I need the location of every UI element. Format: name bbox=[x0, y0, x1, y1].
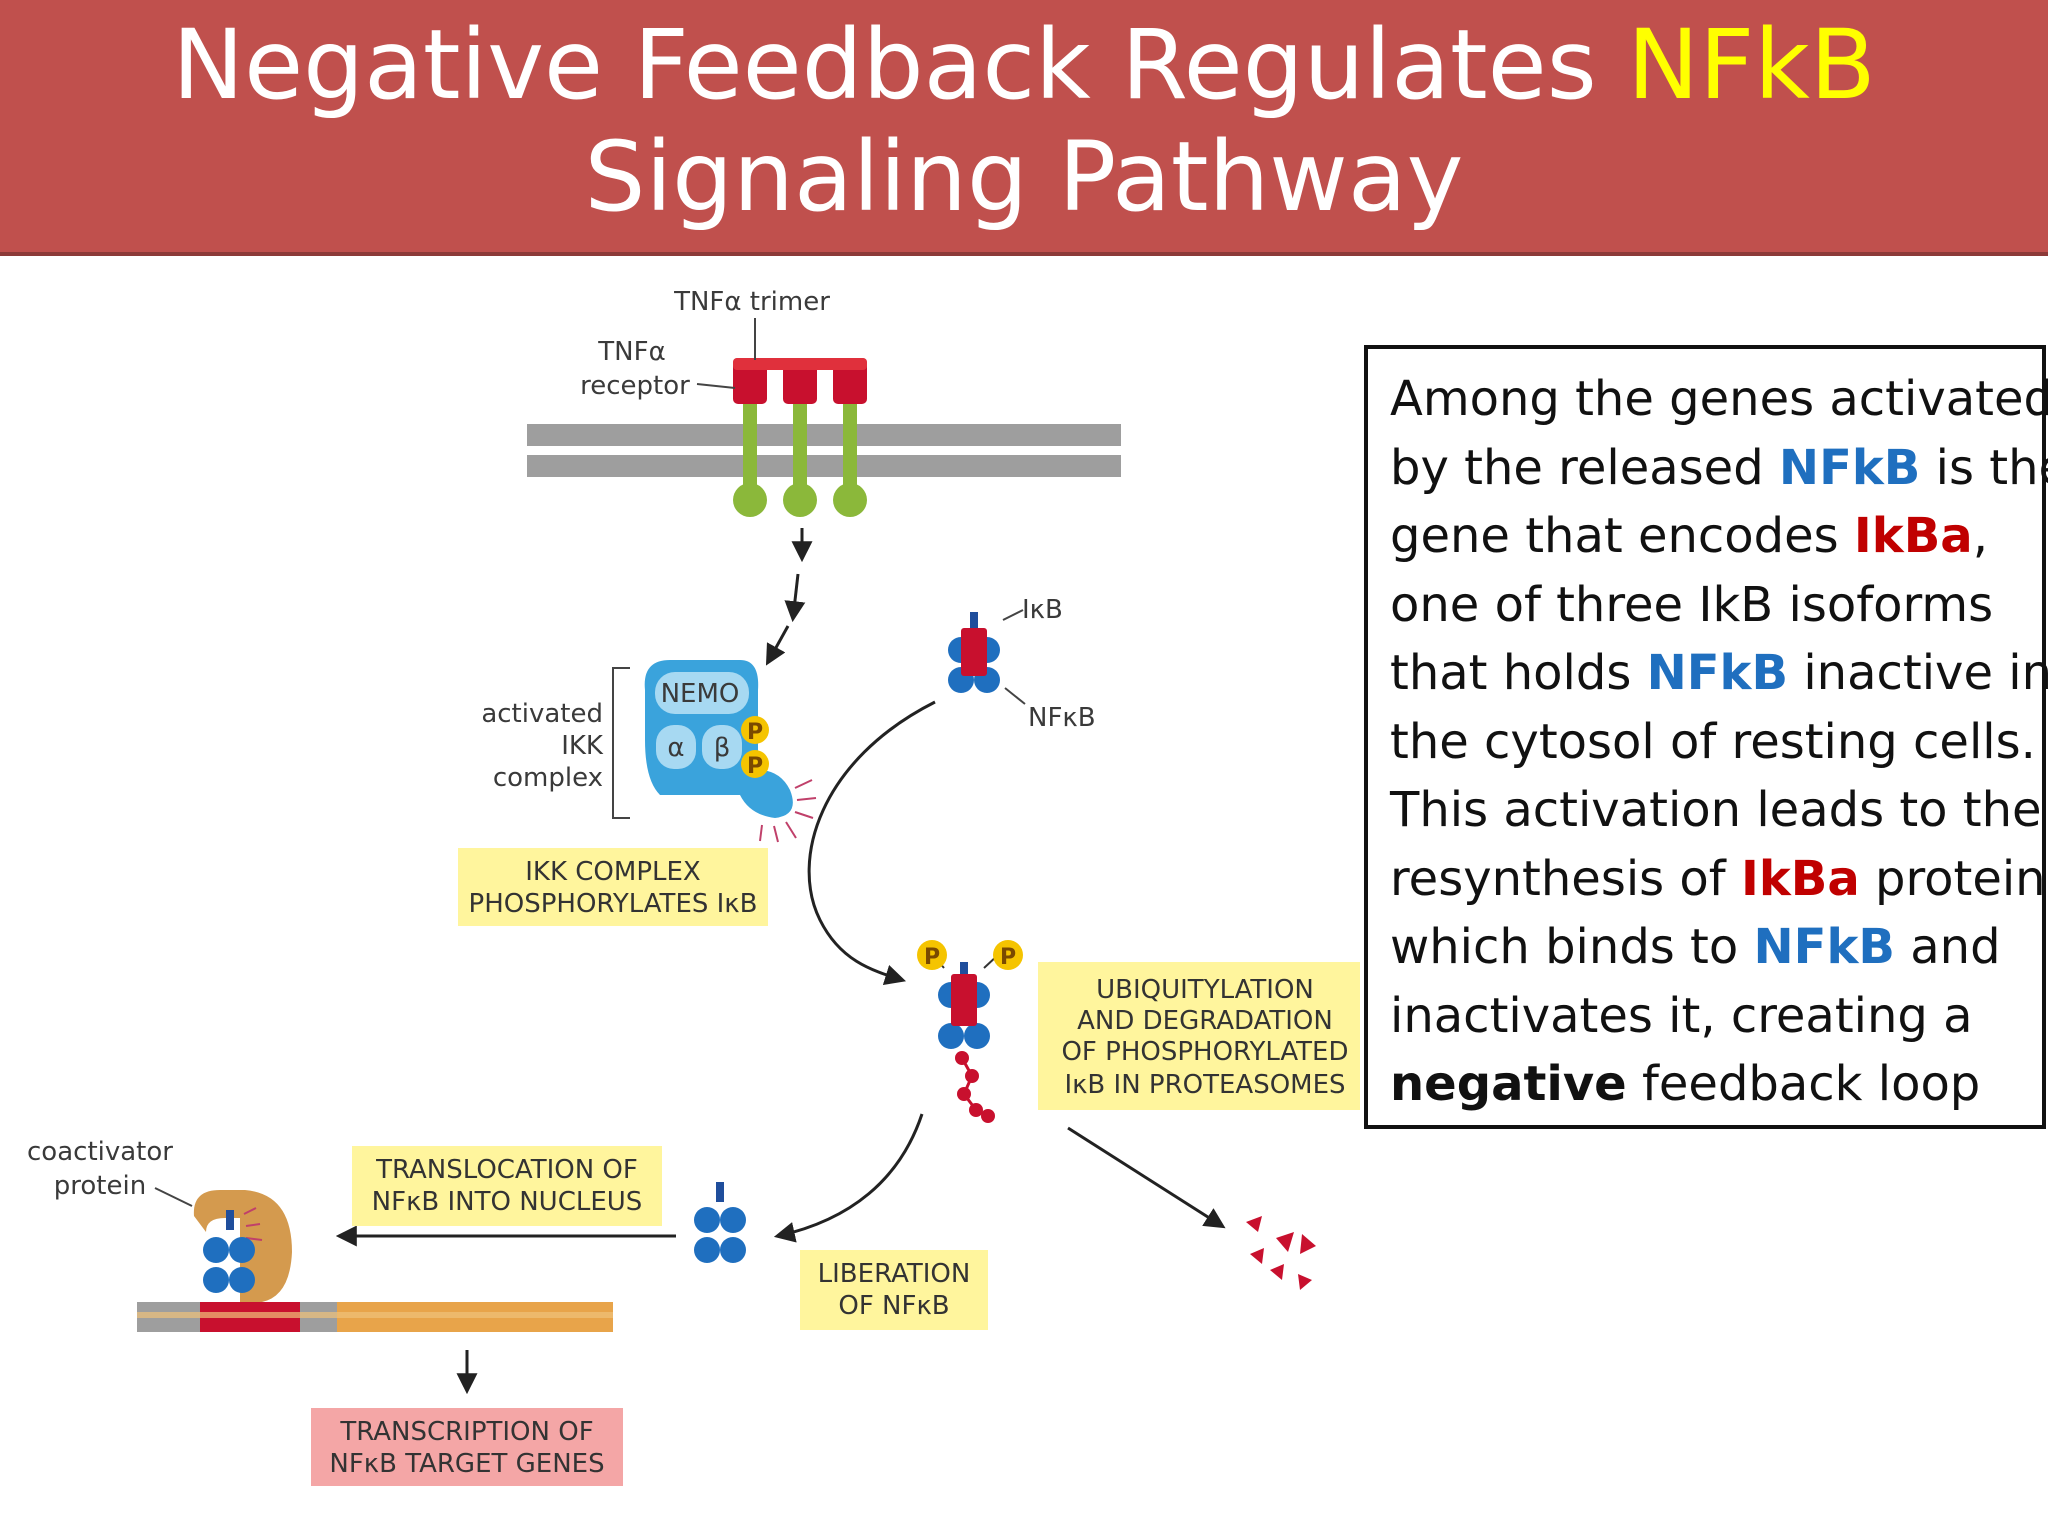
ikk-bracket bbox=[612, 667, 630, 819]
slide-title-line1: Negative Feedback Regulates NFkB bbox=[172, 9, 1876, 121]
cell-membrane bbox=[527, 424, 1121, 477]
tnfa-trimer-label: TNFα trimer bbox=[673, 287, 830, 317]
signal-arrow-2 bbox=[784, 573, 806, 623]
explanation-line: Among the genes activated bbox=[1390, 371, 2048, 427]
explanation-line: resynthesis of IkBa protein, bbox=[1390, 850, 2048, 907]
alpha-subunit-label: α bbox=[667, 733, 684, 763]
explanation-line: one of three IkB isoforms bbox=[1390, 576, 1994, 633]
signal-arrow-3 bbox=[765, 625, 790, 666]
explanation-line: gene that encodes IkBa, bbox=[1390, 508, 1988, 564]
caption-ikk-phosphorylates-line1: IKK COMPLEX bbox=[525, 857, 701, 887]
ikk-complex bbox=[644, 660, 817, 843]
caption-liberation-line2: OF NFκB bbox=[838, 1291, 949, 1321]
phospho-group-icon bbox=[741, 750, 769, 778]
caption-ubiquitylation-line2: AND DEGRADATION bbox=[1077, 1006, 1333, 1036]
explanation-textbox: Among the genes activated by the release… bbox=[1364, 345, 2048, 1129]
activated-ikk-label-line1: activated bbox=[481, 699, 603, 729]
tnfa-receptor-label-line1: TNFα bbox=[597, 337, 665, 367]
caption-transcription-line1: TRANSCRIPTION OF bbox=[339, 1417, 593, 1447]
nfkb-ikb-inactive-complex bbox=[948, 612, 1000, 693]
tnfa-trimer bbox=[733, 358, 867, 404]
activated-ikk-label-line3: complex bbox=[493, 763, 603, 793]
phospho-label: P bbox=[1000, 945, 1016, 970]
explanation-line: that holds NFkB inactive in bbox=[1390, 645, 2048, 701]
caption-ubiquitylation-line1: UBIQUITYLATION bbox=[1096, 975, 1314, 1005]
explanation-line: inactivates it, creating a bbox=[1390, 987, 1973, 1044]
coactivator-label-line1: coactivator bbox=[27, 1137, 173, 1167]
slide-title-line2: Signaling Pathway bbox=[584, 121, 1464, 233]
liberated-nfkb bbox=[694, 1182, 746, 1263]
activated-ikk-label-line2: IKK bbox=[561, 731, 604, 761]
explanation-line: This activation leads to the bbox=[1390, 782, 2042, 838]
phospho-group-icon bbox=[993, 940, 1023, 970]
coactivator-label-line2: protein bbox=[54, 1171, 146, 1201]
coactivator-binding-marks bbox=[243, 1207, 263, 1241]
phospho-label: P bbox=[747, 720, 763, 745]
explanation-line: which binds to NFkB and bbox=[1390, 919, 2001, 975]
phospho-label: P bbox=[924, 945, 940, 970]
beta-subunit-label: β bbox=[714, 733, 731, 763]
caption-ikk-phosphorylates-line2: PHOSPHORYLATES IκB bbox=[469, 889, 758, 919]
phospho-group-icon bbox=[741, 716, 769, 744]
nfkb-pathway-diagram: TNFα trimer TNFα receptor NEMO α β P P a… bbox=[27, 287, 1360, 1486]
caption-ikk-phosphorylates bbox=[458, 848, 768, 926]
phospho-group-icon bbox=[917, 940, 947, 970]
dna-strand bbox=[137, 1302, 613, 1332]
title-highlight-nfkb: NFkB bbox=[1627, 9, 1876, 121]
explanation-line: the cytosol of resting cells. bbox=[1390, 713, 2036, 770]
caption-translocation bbox=[352, 1146, 662, 1226]
explanation-line: negative feedback loop bbox=[1390, 1056, 1981, 1112]
caption-liberation bbox=[800, 1250, 988, 1330]
caption-transcription bbox=[311, 1408, 623, 1486]
nemo-label: NEMO bbox=[661, 679, 740, 709]
proteasome-degraded-fragments bbox=[1246, 1216, 1316, 1290]
caption-ubiquitylation-line4: IκB IN PROTEASOMES bbox=[1064, 1070, 1345, 1100]
caption-ubiquitylation-line3: OF PHOSPHORYLATED bbox=[1061, 1037, 1348, 1067]
liberation-arrow bbox=[773, 1113, 924, 1243]
phosphorylated-ikb-complex bbox=[917, 940, 1023, 1123]
nfkb-label: NFκB bbox=[1028, 703, 1096, 733]
explanation-line: by the released NFkB is the bbox=[1390, 439, 2048, 496]
caption-translocation-line2: NFκB INTO NUCLEUS bbox=[372, 1187, 643, 1217]
degradation-arrow bbox=[1067, 1126, 1226, 1229]
caption-translocation-line1: TRANSLOCATION OF bbox=[375, 1155, 638, 1185]
phosphorylation-arrow bbox=[807, 700, 936, 986]
tnfa-receptor bbox=[733, 390, 867, 517]
caption-liberation-line1: LIBERATION bbox=[818, 1259, 971, 1289]
tnfa-receptor-label-line2: receptor bbox=[580, 371, 690, 401]
title-banner: Negative Feedback Regulates NFkB Signali… bbox=[0, 0, 2048, 256]
ikb-label: IκB bbox=[1022, 595, 1063, 625]
phospho-label: P bbox=[747, 754, 763, 779]
nfkb-bound-to-dna bbox=[203, 1210, 255, 1293]
caption-ubiquitylation bbox=[1038, 962, 1360, 1110]
caption-transcription-line2: NFκB TARGET GENES bbox=[329, 1449, 604, 1479]
